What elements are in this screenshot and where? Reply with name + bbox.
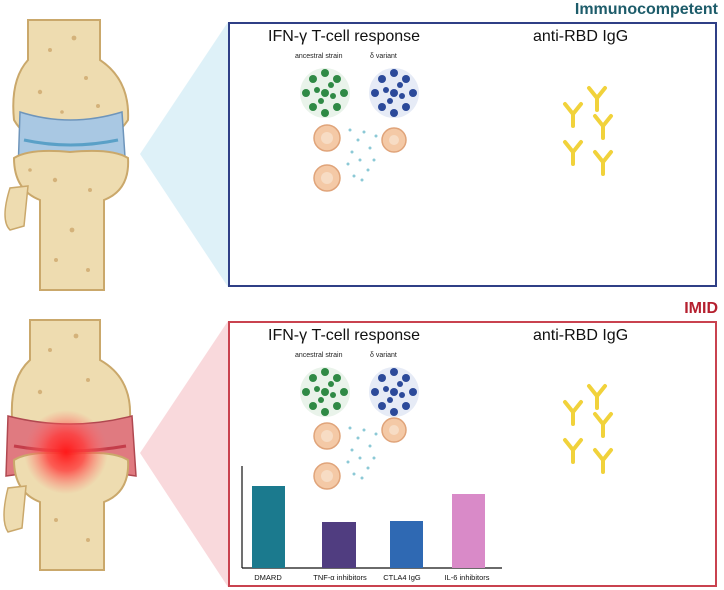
bottom-ancestral-virus-icon bbox=[300, 367, 350, 417]
imid-tag: IMID bbox=[684, 300, 718, 317]
inflamed-knee-joint bbox=[3, 319, 137, 571]
bar-label-1: TNF-α inhibitors bbox=[313, 573, 367, 582]
bottom-ancestral-label: ancestral strain bbox=[295, 352, 343, 359]
bottom-connector-wedge bbox=[140, 321, 228, 587]
immunocompetent-panel bbox=[228, 22, 717, 287]
top-ancestral-virus-icon bbox=[300, 68, 350, 118]
bar-label-2: CTLA4 IgG bbox=[383, 573, 421, 582]
top-tcells-icon bbox=[313, 124, 407, 192]
bar-label-0: DMARD bbox=[254, 573, 282, 582]
bar-label-3: IL-6 inhibitors bbox=[444, 573, 490, 582]
bottom-tcell-heading: IFN-γ T-cell response bbox=[268, 327, 421, 344]
bottom-delta-virus-icon bbox=[369, 367, 419, 417]
bottom-tcells-icon bbox=[313, 417, 407, 490]
bar-3 bbox=[452, 494, 485, 568]
bottom-igg-heading: anti-RBD IgG bbox=[533, 327, 629, 344]
bar-2 bbox=[390, 521, 423, 568]
bar-0 bbox=[252, 486, 285, 568]
top-delta-label: δ variant bbox=[370, 53, 397, 60]
top-delta-virus-icon bbox=[369, 68, 419, 118]
top-ancestral-label: ancestral strain bbox=[295, 53, 343, 60]
drug-class-bar-chart bbox=[241, 466, 502, 569]
top-connector-wedge bbox=[140, 22, 228, 287]
top-igg-heading: anti-RBD IgG bbox=[533, 28, 629, 45]
immunocompetent-tag: Immunocompetent bbox=[574, 1, 718, 18]
top-tcell-heading: IFN-γ T-cell response bbox=[268, 28, 421, 45]
bar-1 bbox=[322, 522, 356, 568]
healthy-knee-joint bbox=[4, 19, 130, 291]
bottom-antibody-icons bbox=[563, 384, 613, 474]
top-antibody-icons bbox=[563, 86, 613, 176]
bottom-delta-label: δ variant bbox=[370, 352, 397, 359]
